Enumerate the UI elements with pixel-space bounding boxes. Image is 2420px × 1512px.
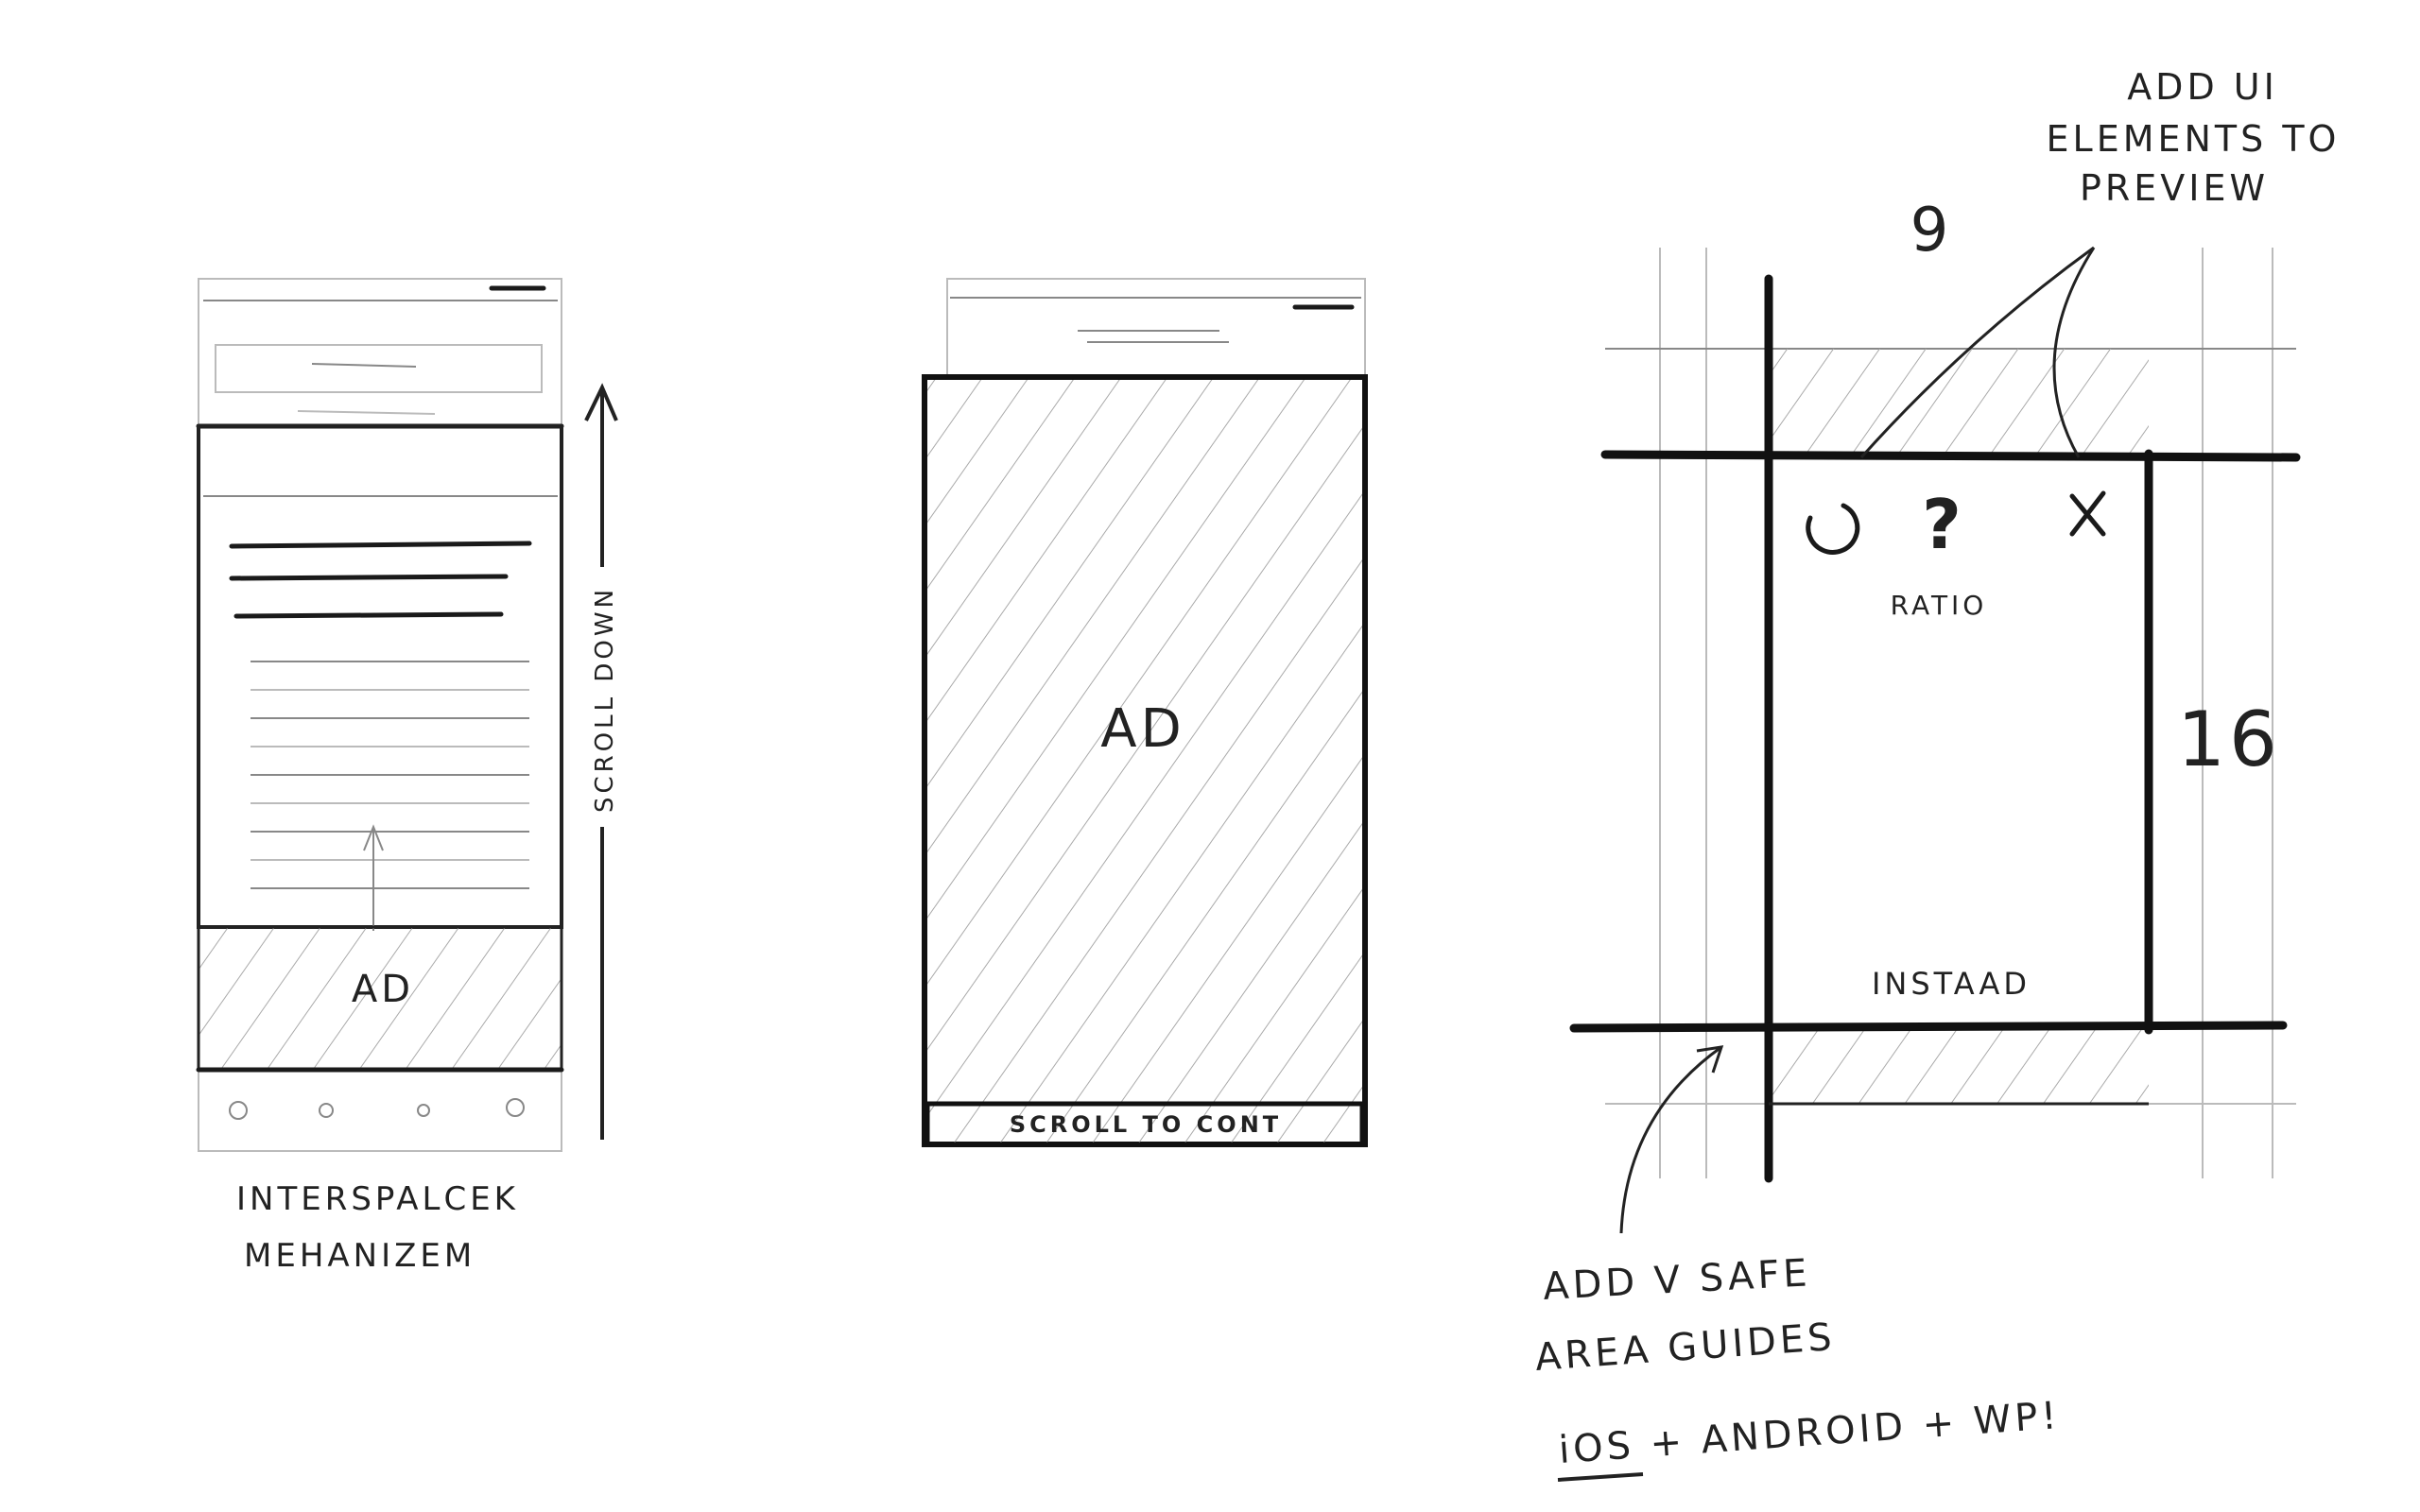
svg-text:ELEMENTS TO: ELEMENTS TO: [2047, 118, 2341, 160]
ad-slide-up-arrow: [363, 824, 384, 931]
ratio-height: 16: [2177, 696, 2281, 783]
right-ratio-sketch: 9 16 ? RATIO INSTAAD ADD UI ELEMENTS TO …: [1533, 66, 2341, 1482]
ratio-width: 9: [1910, 196, 1953, 266]
left-phone-sketch: AD SCROLL DOWN INTERSPALCEK MEHANIZEM: [196, 278, 619, 1275]
scroll-direction-arrow: [584, 383, 618, 1140]
content-area: [197, 424, 563, 929]
fullscreen-ad: [927, 380, 1362, 1104]
leader-lines: [1619, 246, 2096, 1234]
svg-text:ADD V SAFE: ADD V SAFE: [1542, 1251, 1812, 1309]
bottom-safe-area: [1769, 1028, 2149, 1104]
top-bar: [946, 278, 1366, 378]
refresh-icon[interactable]: [1806, 503, 1860, 555]
brand-label: INSTAAD: [1872, 966, 2031, 1002]
banner-ad: [197, 925, 563, 1072]
bottom-nav: [229, 1098, 525, 1120]
status-bar: [203, 285, 558, 301]
svg-text:ADD UI: ADD UI: [2127, 66, 2278, 108]
ad-label: AD: [1100, 698, 1184, 760]
svg-text:PREVIEW: PREVIEW: [2080, 167, 2269, 209]
svg-text:AREA GUIDES: AREA GUIDES: [1533, 1315, 1836, 1380]
scroll-down-label: SCROLL DOWN: [591, 586, 619, 813]
scroll-to-continue-label: SCROLL TO CONT: [1010, 1111, 1282, 1138]
close-icon[interactable]: [2069, 490, 2106, 537]
caption-line-2: MEHANIZEM: [244, 1237, 475, 1275]
svg-text:?: ?: [1922, 485, 1965, 564]
scroll-to-continue-bar[interactable]: [925, 1101, 1365, 1147]
ratio-label: RATIO: [1891, 590, 1988, 621]
search-bar: [215, 344, 543, 393]
help-icon[interactable]: ?: [1922, 485, 1965, 564]
middle-phone-sketch: AD SCROLL TO CONT: [922, 278, 1368, 1147]
top-safe-area: [1769, 349, 2149, 455]
note-top: ADD UI ELEMENTS TO PREVIEW: [2047, 66, 2341, 209]
ad-label: AD: [352, 968, 414, 1011]
headline-lines: [229, 541, 532, 619]
note-bottom: ADD V SAFE AREA GUIDES iOS + ANDROID + W…: [1533, 1251, 2062, 1482]
body-text-lines: [251, 661, 529, 889]
svg-text:iOS + ANDROID + WP!: iOS + ANDROID + WP!: [1557, 1394, 2061, 1472]
caption-line-1: INTERSPALCEK: [236, 1180, 519, 1218]
